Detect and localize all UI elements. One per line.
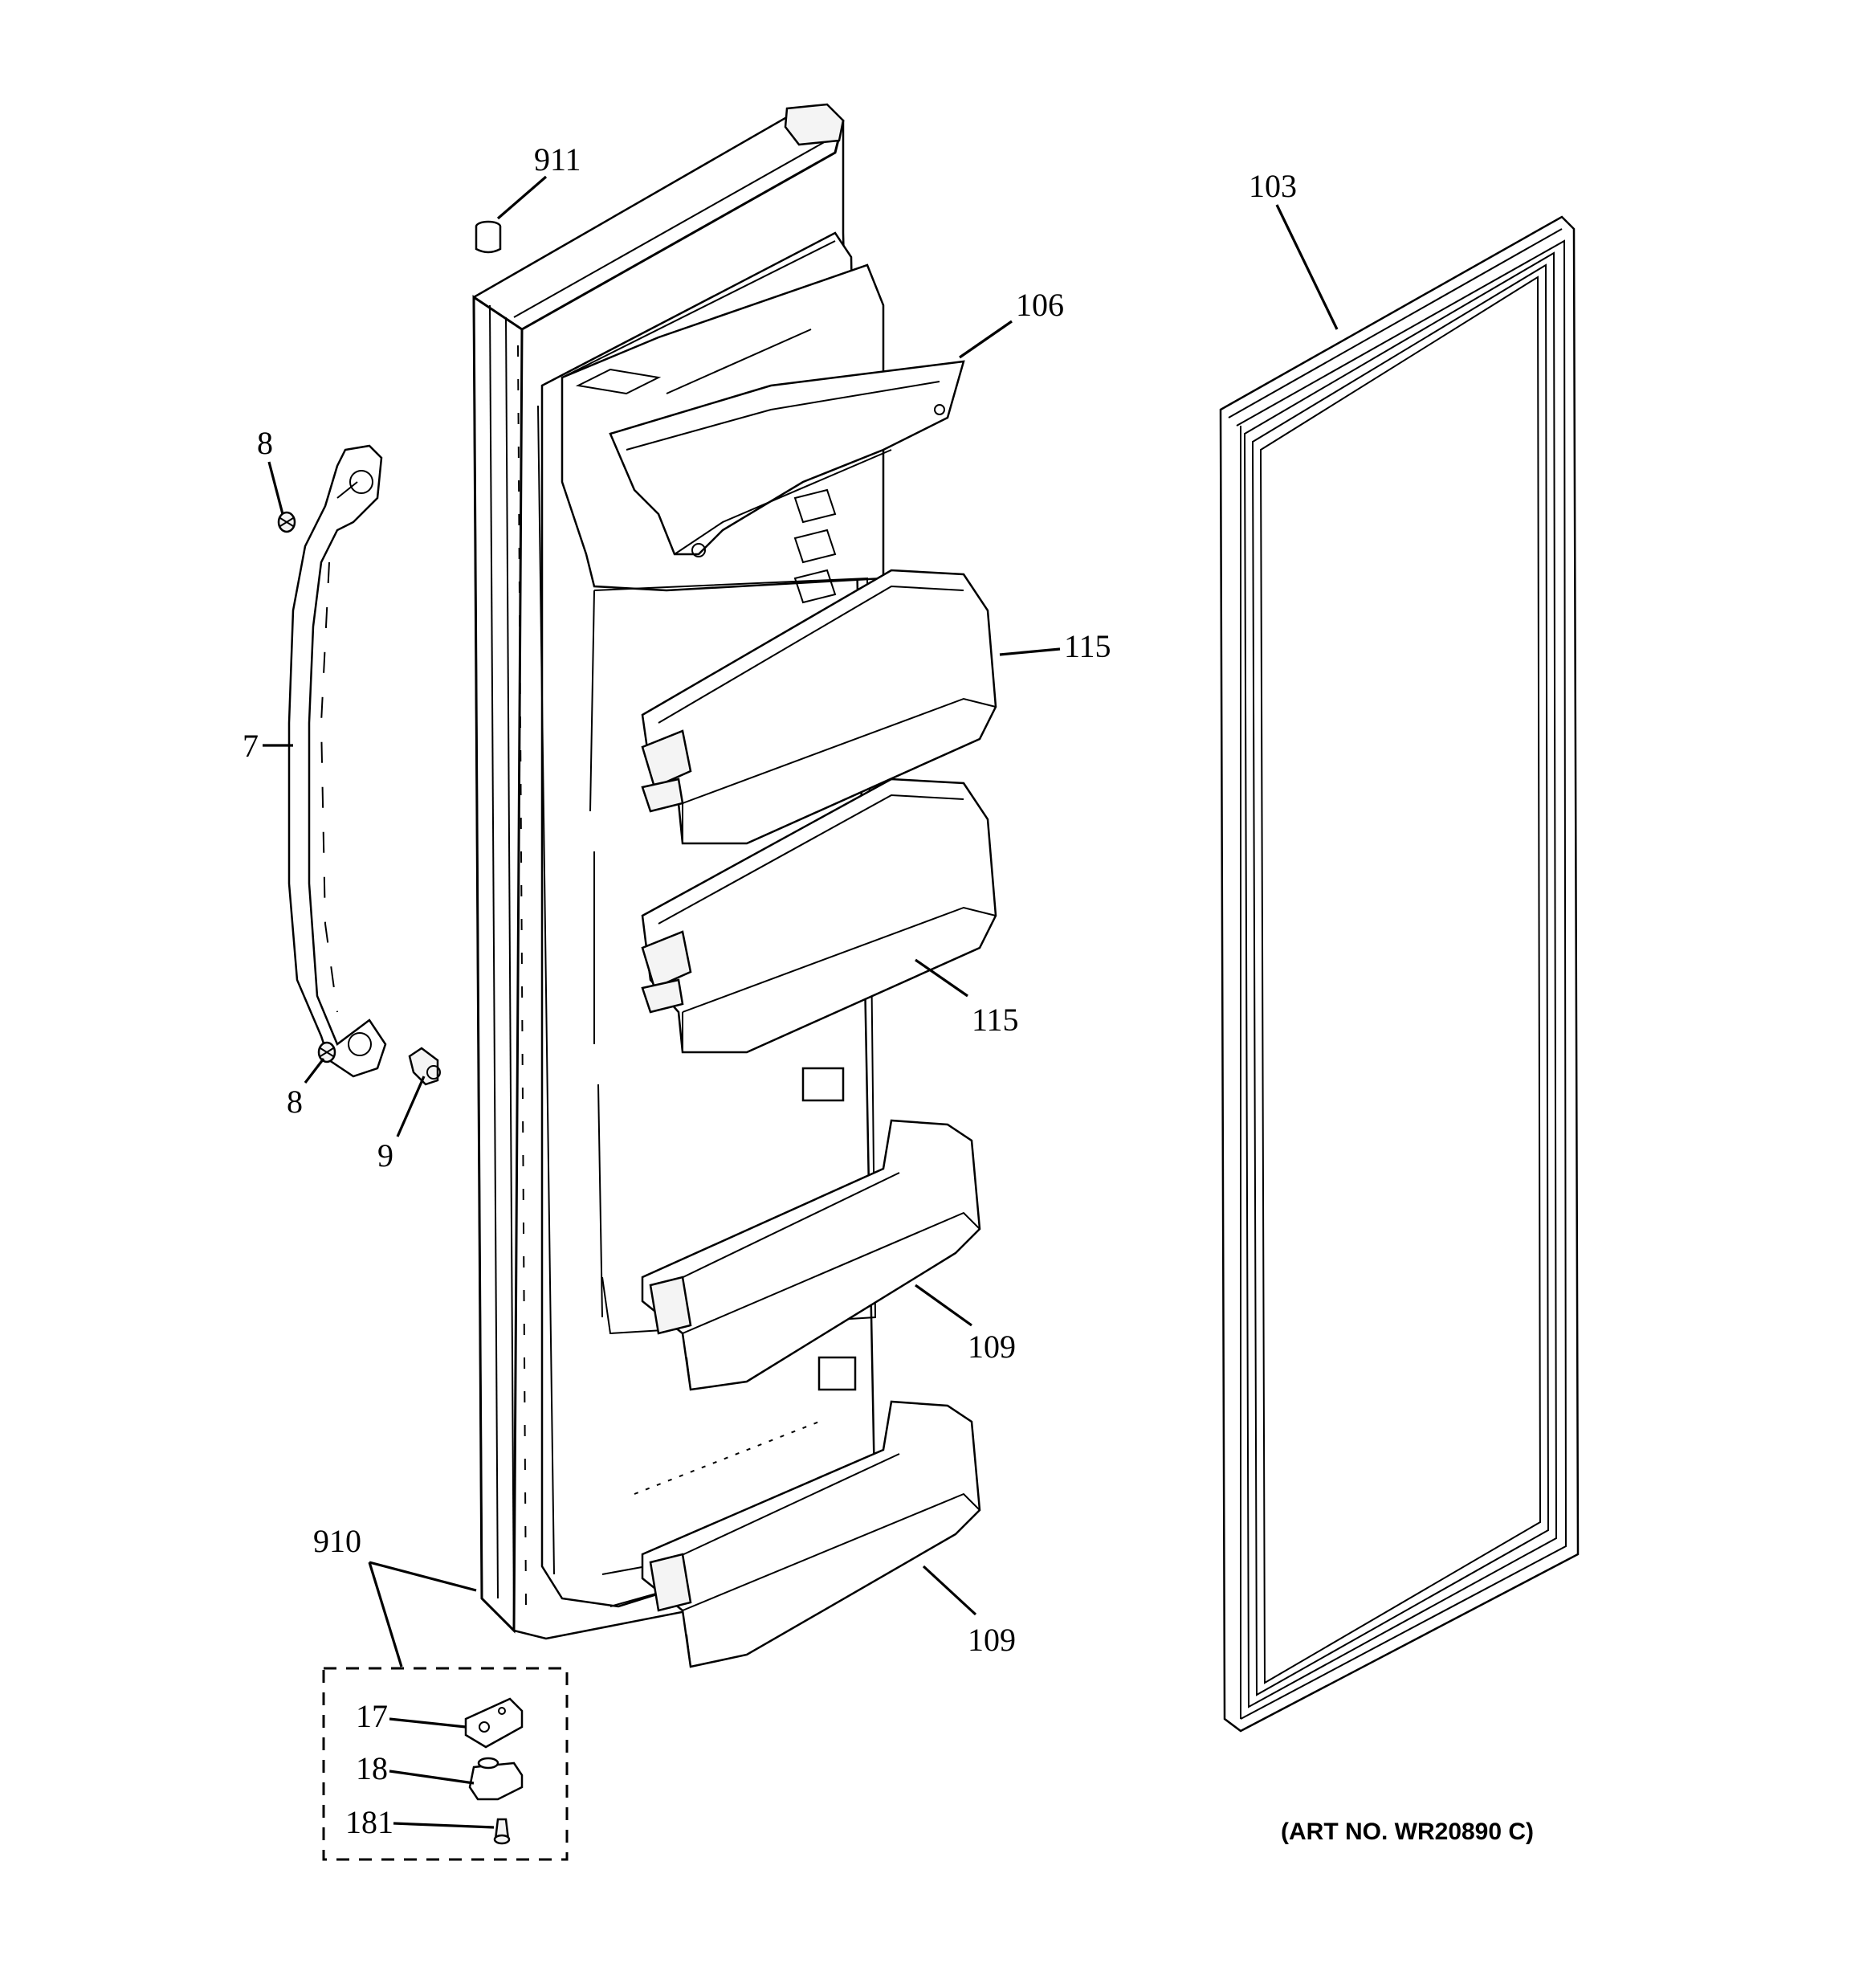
callout-106: 106 bbox=[1016, 287, 1064, 323]
callout-8-top: 8 bbox=[257, 425, 273, 461]
dairy-compartment-cover[interactable] bbox=[609, 360, 965, 557]
screw-181[interactable] bbox=[493, 1818, 511, 1845]
door-bin-115-upper[interactable] bbox=[641, 569, 997, 845]
callout-910: 910 bbox=[313, 1523, 361, 1559]
callout-115-bottom: 115 bbox=[972, 1002, 1019, 1038]
door-bin-109-upper[interactable] bbox=[641, 1119, 981, 1391]
callout-9: 9 bbox=[377, 1137, 393, 1174]
door-handle[interactable] bbox=[287, 444, 387, 1078]
door-gasket-103[interactable] bbox=[1219, 215, 1580, 1733]
hinge-kit-910-box bbox=[322, 1667, 569, 1861]
leader-lines bbox=[263, 175, 1339, 1829]
callout-8-bottom: 8 bbox=[287, 1084, 303, 1120]
hinge-bracket-17[interactable] bbox=[464, 1697, 524, 1749]
screw-9[interactable] bbox=[408, 1047, 441, 1086]
hinge-pin-18[interactable] bbox=[468, 1757, 524, 1801]
screw-8-bottom[interactable] bbox=[317, 1041, 336, 1063]
callout-115-top: 115 bbox=[1064, 628, 1111, 664]
door-bin-109-lower[interactable] bbox=[641, 1400, 981, 1668]
callout-17: 17 bbox=[356, 1698, 388, 1734]
callout-7: 7 bbox=[243, 728, 259, 764]
door-bin-115-lower[interactable] bbox=[641, 778, 997, 1054]
callout-181: 181 bbox=[345, 1804, 393, 1840]
cap-911[interactable] bbox=[475, 220, 502, 254]
art-number: (ART NO. WR20890 C) bbox=[1281, 1819, 1534, 1845]
callout-109-bottom: 109 bbox=[968, 1622, 1016, 1658]
callout-109-top: 109 bbox=[968, 1329, 1016, 1365]
callout-103: 103 bbox=[1249, 168, 1297, 204]
screw-8-top[interactable] bbox=[277, 511, 296, 533]
callout-911: 911 bbox=[534, 141, 581, 178]
callout-18: 18 bbox=[356, 1750, 388, 1786]
